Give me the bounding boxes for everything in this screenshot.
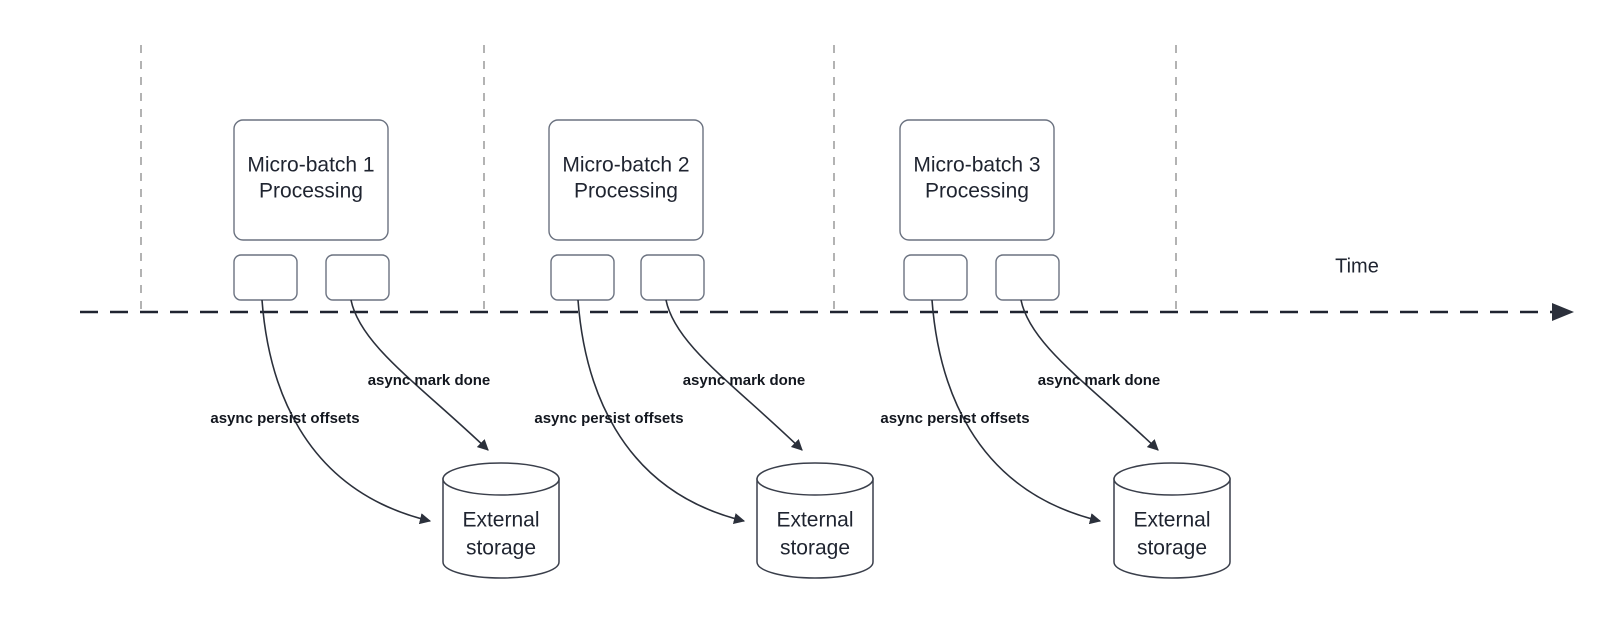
- micro-batch-1-box[interactable]: [233, 119, 389, 241]
- external-storage-2[interactable]: External storage: [756, 462, 874, 579]
- micro-batch-3-label-line2: Processing: [925, 180, 1029, 203]
- storage-3-label-line1: External: [1133, 509, 1210, 532]
- storage-1-cylinder-body: [442, 478, 560, 579]
- time-axis-arrow-icon: [1552, 303, 1574, 321]
- batch-1-mark-done-label: async mark done: [368, 372, 491, 389]
- batch-1-persist-offsets-arrow: [261, 299, 432, 525]
- storage-1-label-line2: storage: [466, 537, 536, 560]
- storage-2-cylinder-top: [756, 462, 874, 496]
- storage-3-cylinder-body: [1113, 478, 1231, 579]
- micro-batch-3-label-line1: Micro-batch 3: [913, 154, 1040, 177]
- batch-2-mark-done-arrow: [665, 299, 803, 451]
- external-storage-3[interactable]: External storage: [1113, 462, 1231, 579]
- time-axis-label: Time: [1335, 255, 1379, 277]
- batch-group-2: Micro-batch 2 Processing async persist o…: [534, 119, 874, 579]
- micro-batch-3-box[interactable]: [899, 119, 1055, 241]
- storage-2-label-line2: storage: [780, 537, 850, 560]
- batch-3-mark-done-label: async mark done: [1038, 372, 1161, 389]
- storage-1-label-line1: External: [462, 509, 539, 532]
- batch-3-persist-offsets-label: async persist offsets: [880, 410, 1029, 427]
- batch-1-task-a-box[interactable]: [233, 254, 298, 301]
- storage-3-cylinder-top: [1113, 462, 1231, 496]
- micro-batch-2-box[interactable]: [548, 119, 704, 241]
- batch-2-persist-offsets-arrow: [577, 299, 746, 525]
- storage-2-cylinder-body: [756, 478, 874, 579]
- batch-group-1: Micro-batch 1 Processing async persist o…: [210, 119, 560, 579]
- batch-1-persist-offsets-label: async persist offsets: [210, 410, 359, 427]
- micro-batch-1-label-line2: Processing: [259, 180, 363, 203]
- batch-3-persist-offsets-arrow: [931, 299, 1102, 525]
- external-storage-1[interactable]: External storage: [442, 462, 560, 579]
- storage-2-label-line1: External: [776, 509, 853, 532]
- time-axis: Time: [80, 255, 1574, 321]
- storage-1-cylinder-top: [442, 462, 560, 496]
- storage-3-label-line2: storage: [1137, 537, 1207, 560]
- batch-group-3: Micro-batch 3 Processing async persist o…: [880, 119, 1231, 579]
- tick-lines: [140, 45, 1177, 313]
- batch-3-task-a-box[interactable]: [903, 254, 968, 301]
- batch-2-persist-offsets-label: async persist offsets: [534, 410, 683, 427]
- batch-3-task-b-box[interactable]: [995, 254, 1060, 301]
- micro-batch-2-label-line1: Micro-batch 2: [562, 154, 689, 177]
- batch-2-task-a-box[interactable]: [550, 254, 615, 301]
- batch-2-task-b-box[interactable]: [640, 254, 705, 301]
- batch-1-mark-done-arrow: [350, 299, 489, 451]
- micro-batch-1-label-line1: Micro-batch 1: [247, 154, 374, 177]
- batch-2-mark-done-label: async mark done: [683, 372, 806, 389]
- batch-1-task-b-box[interactable]: [325, 254, 390, 301]
- micro-batch-2-label-line2: Processing: [574, 180, 678, 203]
- batch-3-mark-done-arrow: [1020, 299, 1159, 451]
